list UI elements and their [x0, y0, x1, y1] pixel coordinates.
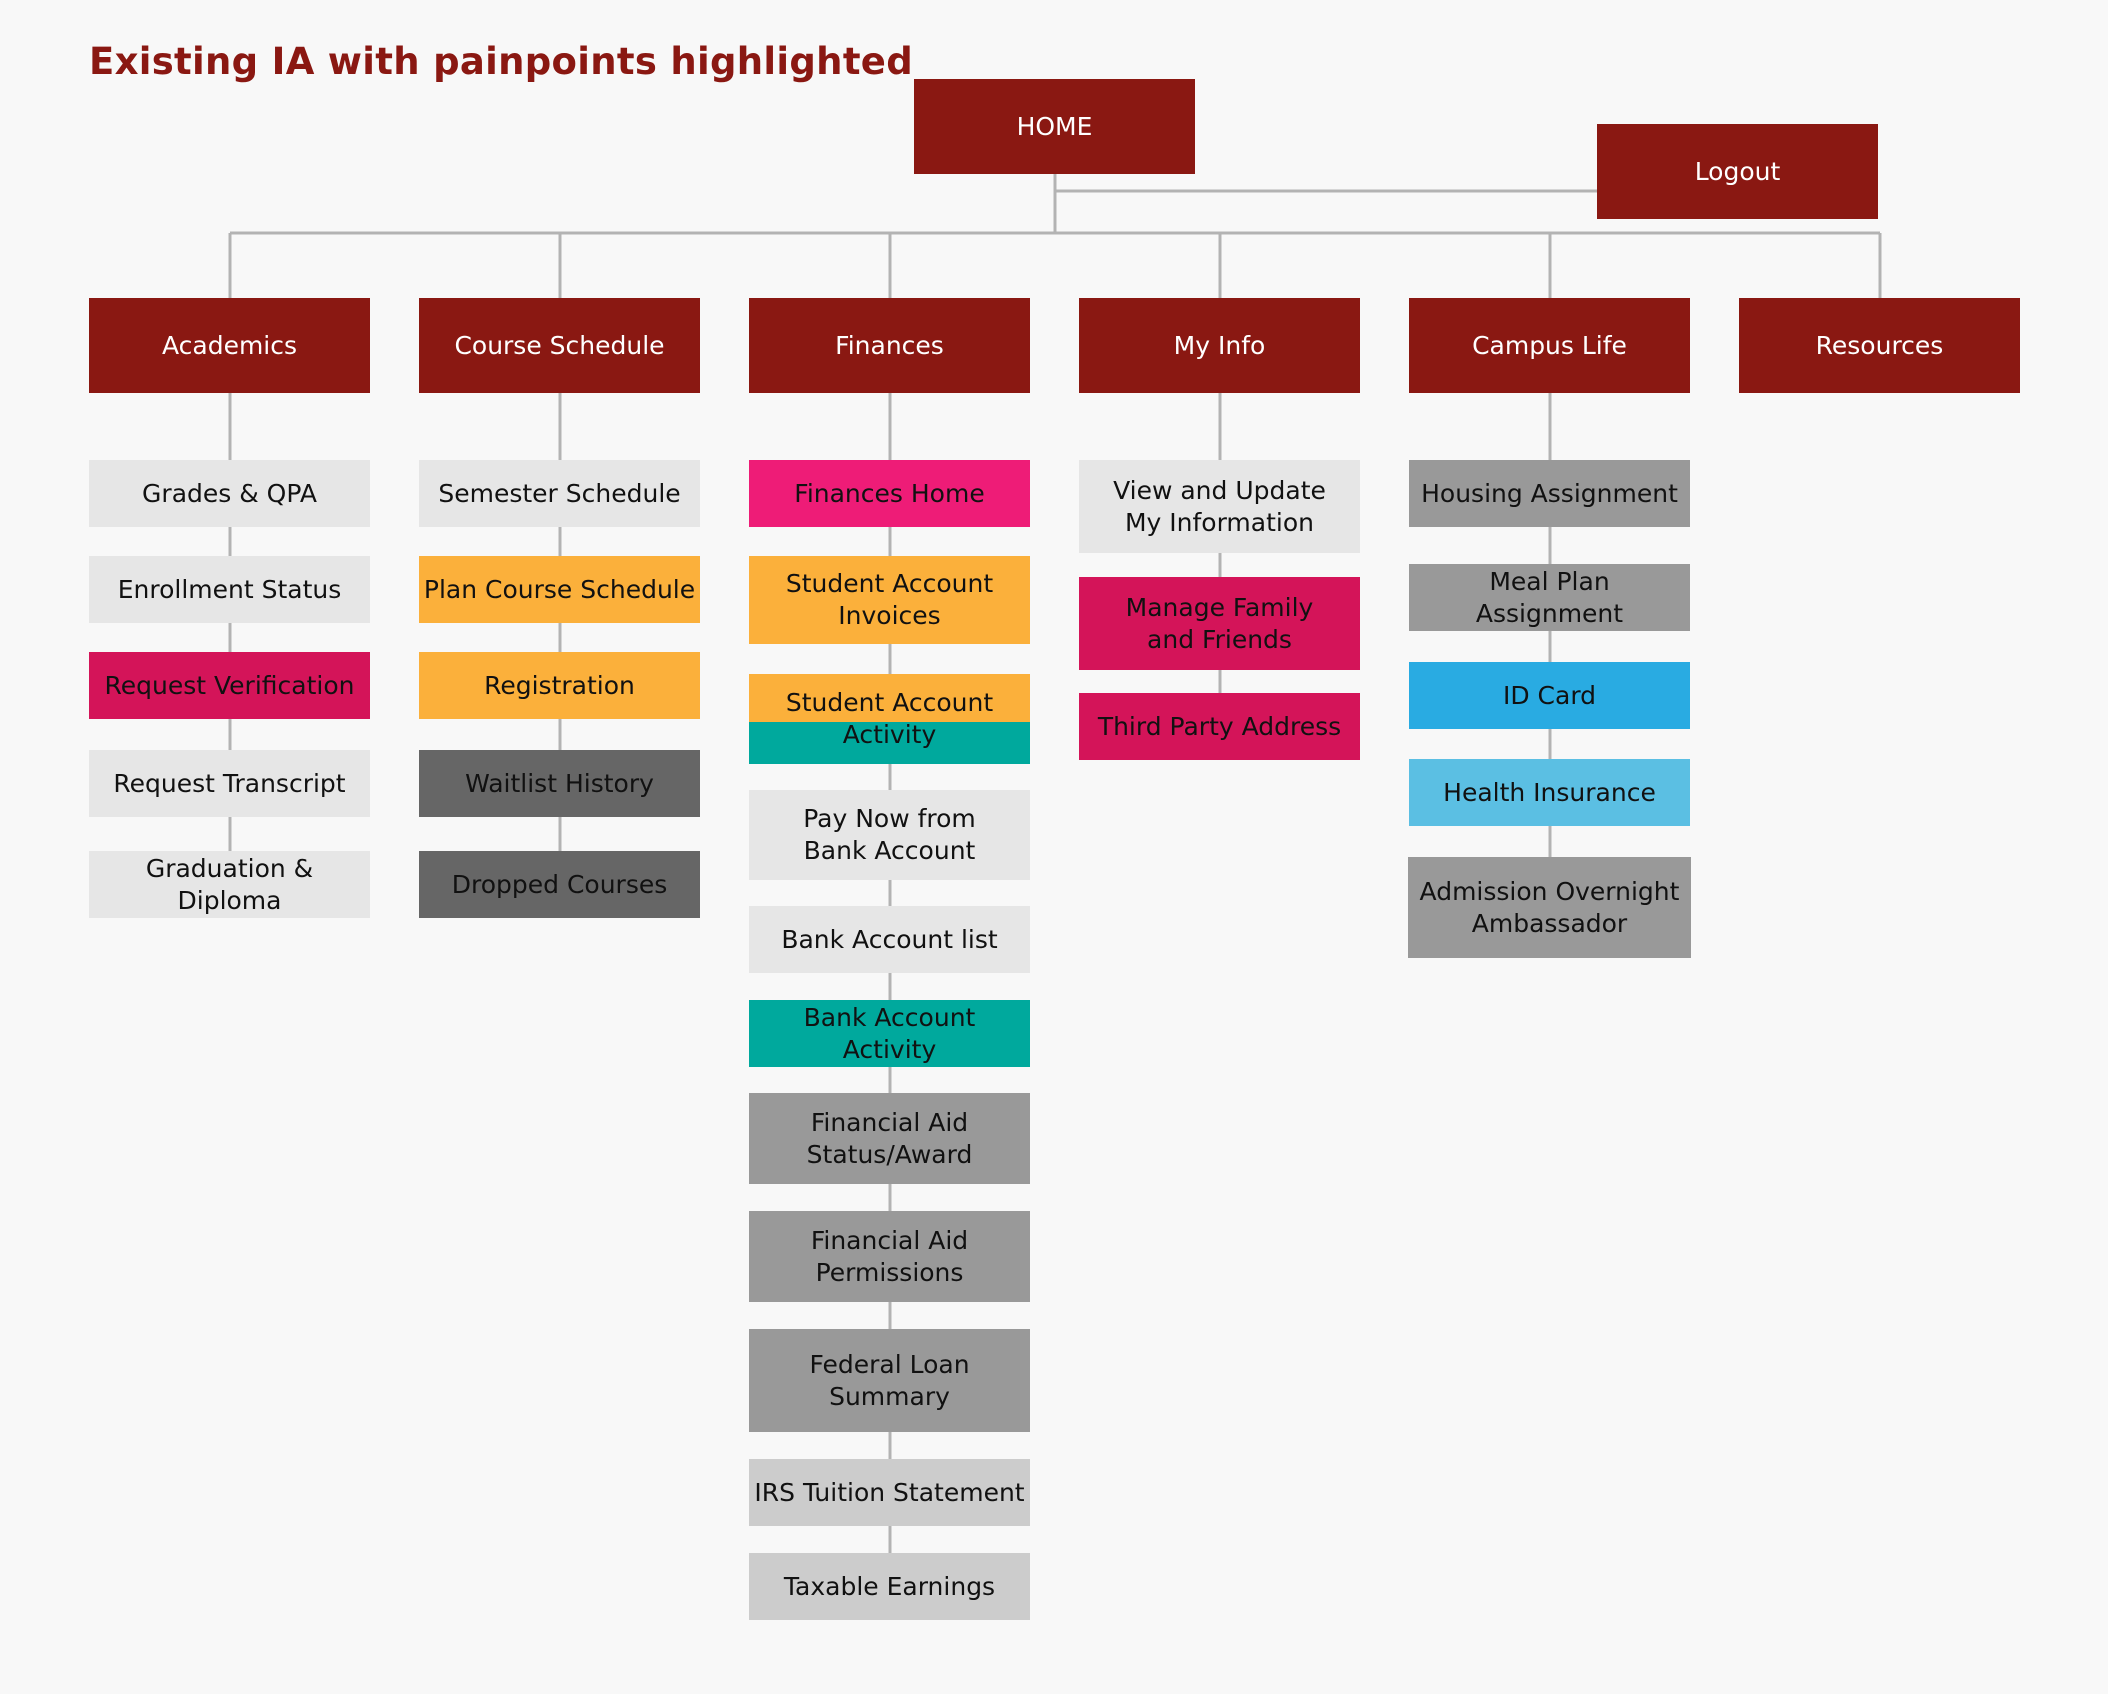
node-grades-qpa[interactable]: Grades & QPA	[89, 460, 370, 527]
node-financial-aid-status[interactable]: Financial Aid Status/Award	[749, 1093, 1030, 1184]
node-student-account-activity[interactable]: Student Account Activity	[749, 674, 1030, 764]
node-housing-assignment[interactable]: Housing Assignment	[1409, 460, 1690, 527]
node-request-verification[interactable]: Request Verification	[89, 652, 370, 719]
node-bank-account-activity[interactable]: Bank Account Activity	[749, 1000, 1030, 1067]
section-course-schedule[interactable]: Course Schedule	[419, 298, 700, 393]
node-graduation-diploma[interactable]: Graduation & Diploma	[89, 851, 370, 918]
section-campus-life[interactable]: Campus Life	[1409, 298, 1690, 393]
node-request-transcript[interactable]: Request Transcript	[89, 750, 370, 817]
node-enrollment-status[interactable]: Enrollment Status	[89, 556, 370, 623]
node-student-account-invoices[interactable]: Student Account Invoices	[749, 556, 1030, 644]
node-pay-now-bank-account[interactable]: Pay Now from Bank Account	[749, 790, 1030, 880]
node-bank-account-list[interactable]: Bank Account list	[749, 906, 1030, 973]
diagram-title: Existing IA with painpoints highlighted	[89, 40, 913, 83]
node-id-card[interactable]: ID Card	[1409, 662, 1690, 729]
node-admission-overnight-ambassador[interactable]: Admission Overnight Ambassador	[1408, 857, 1691, 958]
node-financial-aid-permissions[interactable]: Financial Aid Permissions	[749, 1211, 1030, 1302]
home-node[interactable]: HOME	[914, 79, 1195, 174]
section-resources[interactable]: Resources	[1739, 298, 2020, 393]
node-meal-plan-assignment[interactable]: Meal Plan Assignment	[1409, 564, 1690, 631]
section-my-info[interactable]: My Info	[1079, 298, 1360, 393]
section-academics[interactable]: Academics	[89, 298, 370, 393]
node-manage-family-friends[interactable]: Manage Family and Friends	[1079, 577, 1360, 670]
node-irs-tuition-statement[interactable]: IRS Tuition Statement	[749, 1459, 1030, 1526]
section-finances[interactable]: Finances	[749, 298, 1030, 393]
node-federal-loan-summary[interactable]: Federal Loan Summary	[749, 1329, 1030, 1432]
logout-node[interactable]: Logout	[1597, 124, 1878, 219]
node-taxable-earnings[interactable]: Taxable Earnings	[749, 1553, 1030, 1620]
node-registration[interactable]: Registration	[419, 652, 700, 719]
node-view-update-my-information[interactable]: View and Update My Information	[1079, 460, 1360, 553]
node-health-insurance[interactable]: Health Insurance	[1409, 759, 1690, 826]
node-finances-home[interactable]: Finances Home	[749, 460, 1030, 527]
node-third-party-address[interactable]: Third Party Address	[1079, 693, 1360, 760]
node-dropped-courses[interactable]: Dropped Courses	[419, 851, 700, 918]
node-plan-course-schedule[interactable]: Plan Course Schedule	[419, 556, 700, 623]
node-semester-schedule[interactable]: Semester Schedule	[419, 460, 700, 527]
node-waitlist-history[interactable]: Waitlist History	[419, 750, 700, 817]
